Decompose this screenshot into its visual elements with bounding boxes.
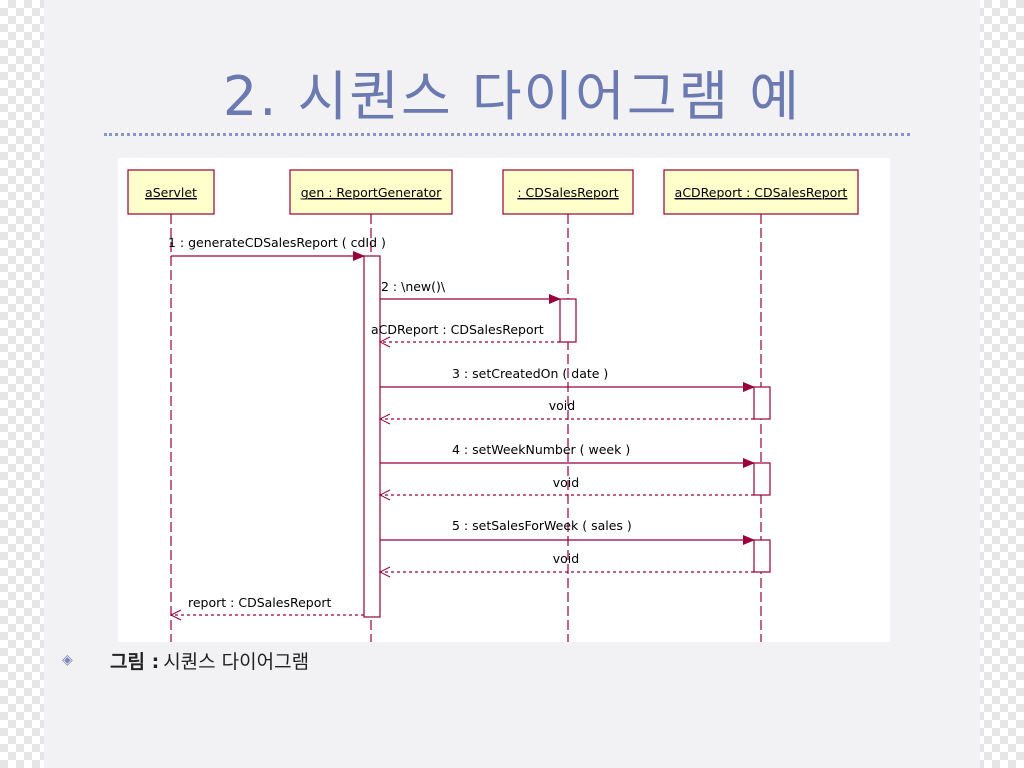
slide-title: 2. 시퀀스 다이어그램 예 (222, 65, 802, 128)
message-label-3: aCDReport : CDSalesReport (371, 322, 544, 337)
object-label: : CDSalesReport (517, 185, 618, 200)
diamond-bullet-icon: ◈ (62, 652, 73, 668)
message-label-6: 4 : setWeekNumber ( week ) (452, 442, 630, 457)
object-label: aCDReport : CDSalesReport (675, 185, 848, 200)
object-box-3: : CDSalesReport (502, 169, 634, 215)
object-label: gen : ReportGenerator (301, 185, 442, 200)
activation-bar-3 (753, 386, 771, 420)
object-box-4: aCDReport : CDSalesReport (663, 169, 859, 215)
figure-caption: ◈ 그림 : 시퀀스 다이어그램 (62, 648, 310, 673)
caption-text: 시퀀스 다이어그램 (163, 650, 310, 673)
object-label: aServlet (145, 185, 197, 200)
activation-bar-5 (753, 539, 771, 573)
caption-label: 그림 : (110, 650, 160, 673)
message-label-1: 1 : generateCDSalesReport ( cdId ) (168, 235, 386, 250)
message-label-8: 5 : setSalesForWeek ( sales ) (452, 518, 632, 533)
message-label-9: void (553, 551, 579, 566)
activation-bar-4 (753, 462, 771, 496)
message-label-2: 2 : \new()\ (381, 279, 446, 294)
activation-bar-2 (559, 298, 577, 343)
title-divider (104, 133, 910, 136)
activation-bar-1 (363, 255, 381, 618)
object-box-2: gen : ReportGenerator (289, 169, 453, 215)
message-label-4: 3 : setCreatedOn ( date ) (452, 366, 608, 381)
object-box-1: aServlet (127, 169, 215, 215)
message-label-10: report : CDSalesReport (188, 595, 331, 610)
message-label-7: void (553, 475, 579, 490)
message-label-5: void (549, 398, 575, 413)
